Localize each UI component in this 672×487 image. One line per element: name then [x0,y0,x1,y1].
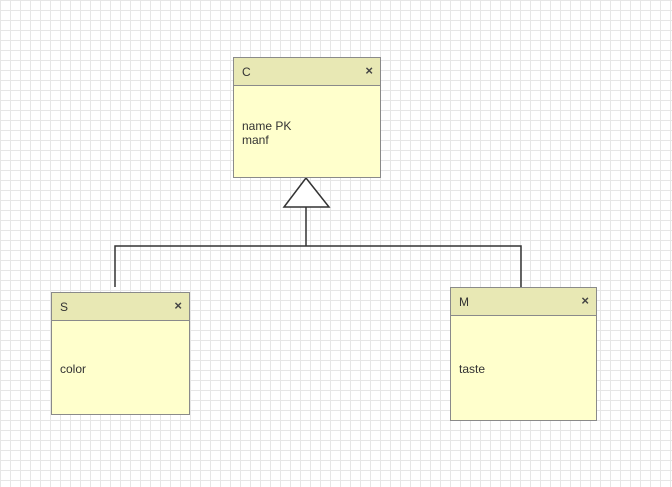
close-icon[interactable]: × [365,63,373,78]
entity-title: M [459,295,469,309]
entity-c[interactable]: C × name PK manf [233,57,381,178]
attribute-item: name PK [242,119,292,133]
entity-header: M × [451,288,596,316]
attribute-list: taste [459,362,485,376]
attribute-item: taste [459,362,486,376]
connector-m-branch [306,245,522,287]
connector-s-branch [114,245,306,287]
attribute-item: manf [242,133,269,147]
inheritance-arrowhead [282,176,331,208]
entity-header: C × [234,58,380,86]
close-icon[interactable]: × [581,293,589,308]
entity-title: S [60,300,69,314]
entity-header: S × [52,293,189,321]
attribute-list: color [60,362,86,376]
close-icon[interactable]: × [174,298,182,313]
attribute-list: name PK manf [242,119,291,147]
entity-m[interactable]: M × taste [450,287,597,421]
attribute-item: color [60,362,87,376]
entity-s[interactable]: S × color [51,292,190,415]
entity-title: C [242,65,251,79]
